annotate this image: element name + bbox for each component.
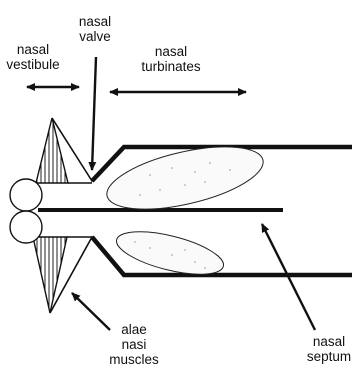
upper-ala-muscle (36, 118, 68, 183)
lower-ala-muscle (33, 237, 67, 313)
alae-nasi-muscles-label: alae nasi muscles (106, 322, 162, 367)
upper-nostril (10, 179, 42, 211)
lower-nostril (10, 211, 42, 243)
nasal-septum-label: nasal septum (302, 334, 356, 364)
valve-pointer-arrow (92, 57, 96, 170)
nasal-turbinates-label: nasal turbinates (128, 44, 214, 74)
nasal-vestibule-label: nasal vestibule (2, 42, 64, 72)
muscles-pointer-arrow (72, 293, 110, 330)
nasal-valve-label: nasal valve (72, 14, 118, 44)
